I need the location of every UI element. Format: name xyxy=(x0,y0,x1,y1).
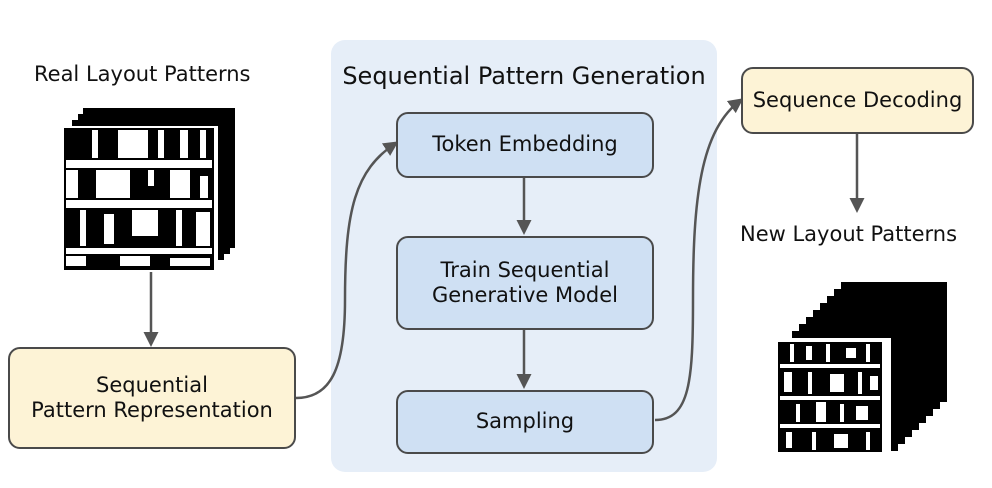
sampling-label: Sampling xyxy=(475,409,575,434)
sequence-decoding-box: Sequence Decoding xyxy=(741,67,974,134)
sequence-decoding-label: Sequence Decoding xyxy=(752,87,963,112)
train-model-label-line1: Train Sequential xyxy=(440,257,610,282)
token-embedding-label: Token Embedding xyxy=(432,132,618,157)
representation-label-line1: Sequential xyxy=(96,372,208,397)
real-layout-patterns-label: Real Layout Patterns xyxy=(34,62,251,86)
sampling-box: Sampling xyxy=(396,390,654,454)
sequential-pattern-representation-box: Sequential Pattern Representation xyxy=(8,347,296,449)
token-embedding-box: Token Embedding xyxy=(396,112,654,178)
representation-label-line2: Pattern Representation xyxy=(31,398,273,422)
train-model-label-line2: Generative Model xyxy=(431,283,619,307)
panel-title: Sequential Pattern Generation xyxy=(342,62,706,90)
new-layout-patterns-label: New Layout Patterns xyxy=(740,222,958,246)
train-model-box: Train Sequential Generative Model xyxy=(396,236,654,330)
